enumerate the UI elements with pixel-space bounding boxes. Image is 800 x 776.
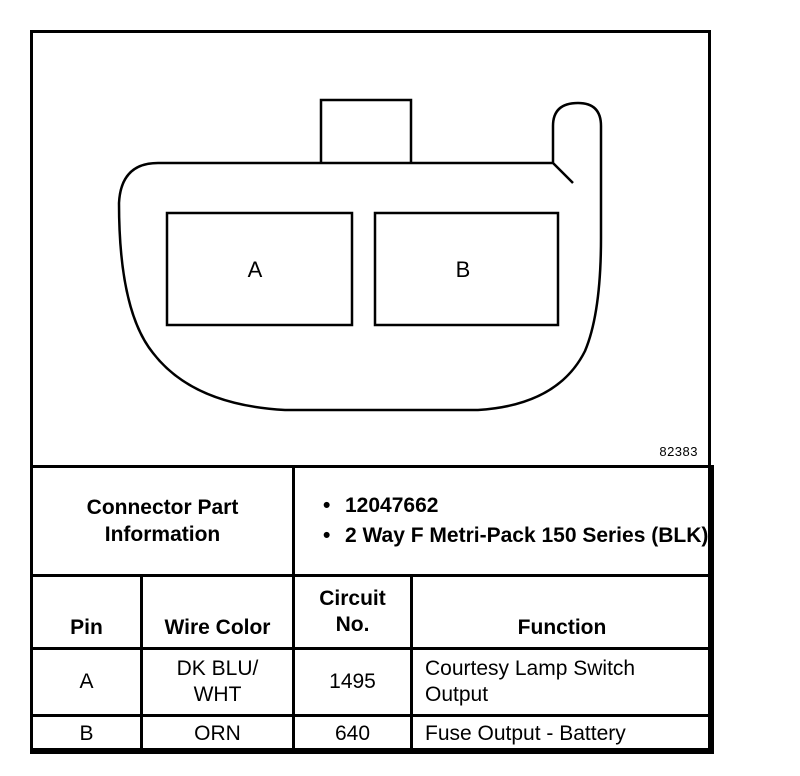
cavity-a-label: A [248,257,263,282]
connector-body-outline [117,101,603,412]
cavity-a [165,211,354,327]
function-cell: Fuse Output - Battery [409,714,715,754]
header-wire-color: Wire Color [140,574,295,650]
connector-face-diagram: A B 82383 [33,33,708,465]
table-row: B ORN 640 Fuse Output - Battery [30,714,715,754]
connector-info-details: 12047662 2 Way F Metri-Pack 150 Series (… [291,465,715,577]
header-pin: Pin [30,574,143,650]
figure-number: 82383 [659,444,698,459]
connector-lock-tab [319,98,413,163]
wire-color-cell: ORN [140,714,295,754]
pin-cell: A [30,647,143,717]
cavity-b [373,211,560,327]
connector-pinout-frame: A B 82383 Connector Part Information 120… [30,30,715,754]
function-cell: Courtesy Lamp Switch Output [409,647,715,717]
header-function: Function [409,574,715,650]
pin-cell: B [30,714,143,754]
connector-type: 2 Way F Metri-Pack 150 Series (BLK) [323,522,711,550]
circuit-no-cell: 1495 [292,647,413,717]
header-circuit-no: Circuit No. [292,574,413,650]
wire-color-cell: DK BLU/ WHT [140,647,295,717]
connector-drawing: A B [117,98,603,412]
part-number: 12047662 [323,492,711,520]
cavity-b-label: B [456,257,471,282]
circuit-no-cell: 640 [292,714,413,754]
pinout-table: Connector Part Information 12047662 2 Wa… [30,465,715,754]
connector-info-label: Connector Part Information [30,465,295,577]
table-row: A DK BLU/ WHT 1495 Courtesy Lamp Switch … [30,647,715,717]
